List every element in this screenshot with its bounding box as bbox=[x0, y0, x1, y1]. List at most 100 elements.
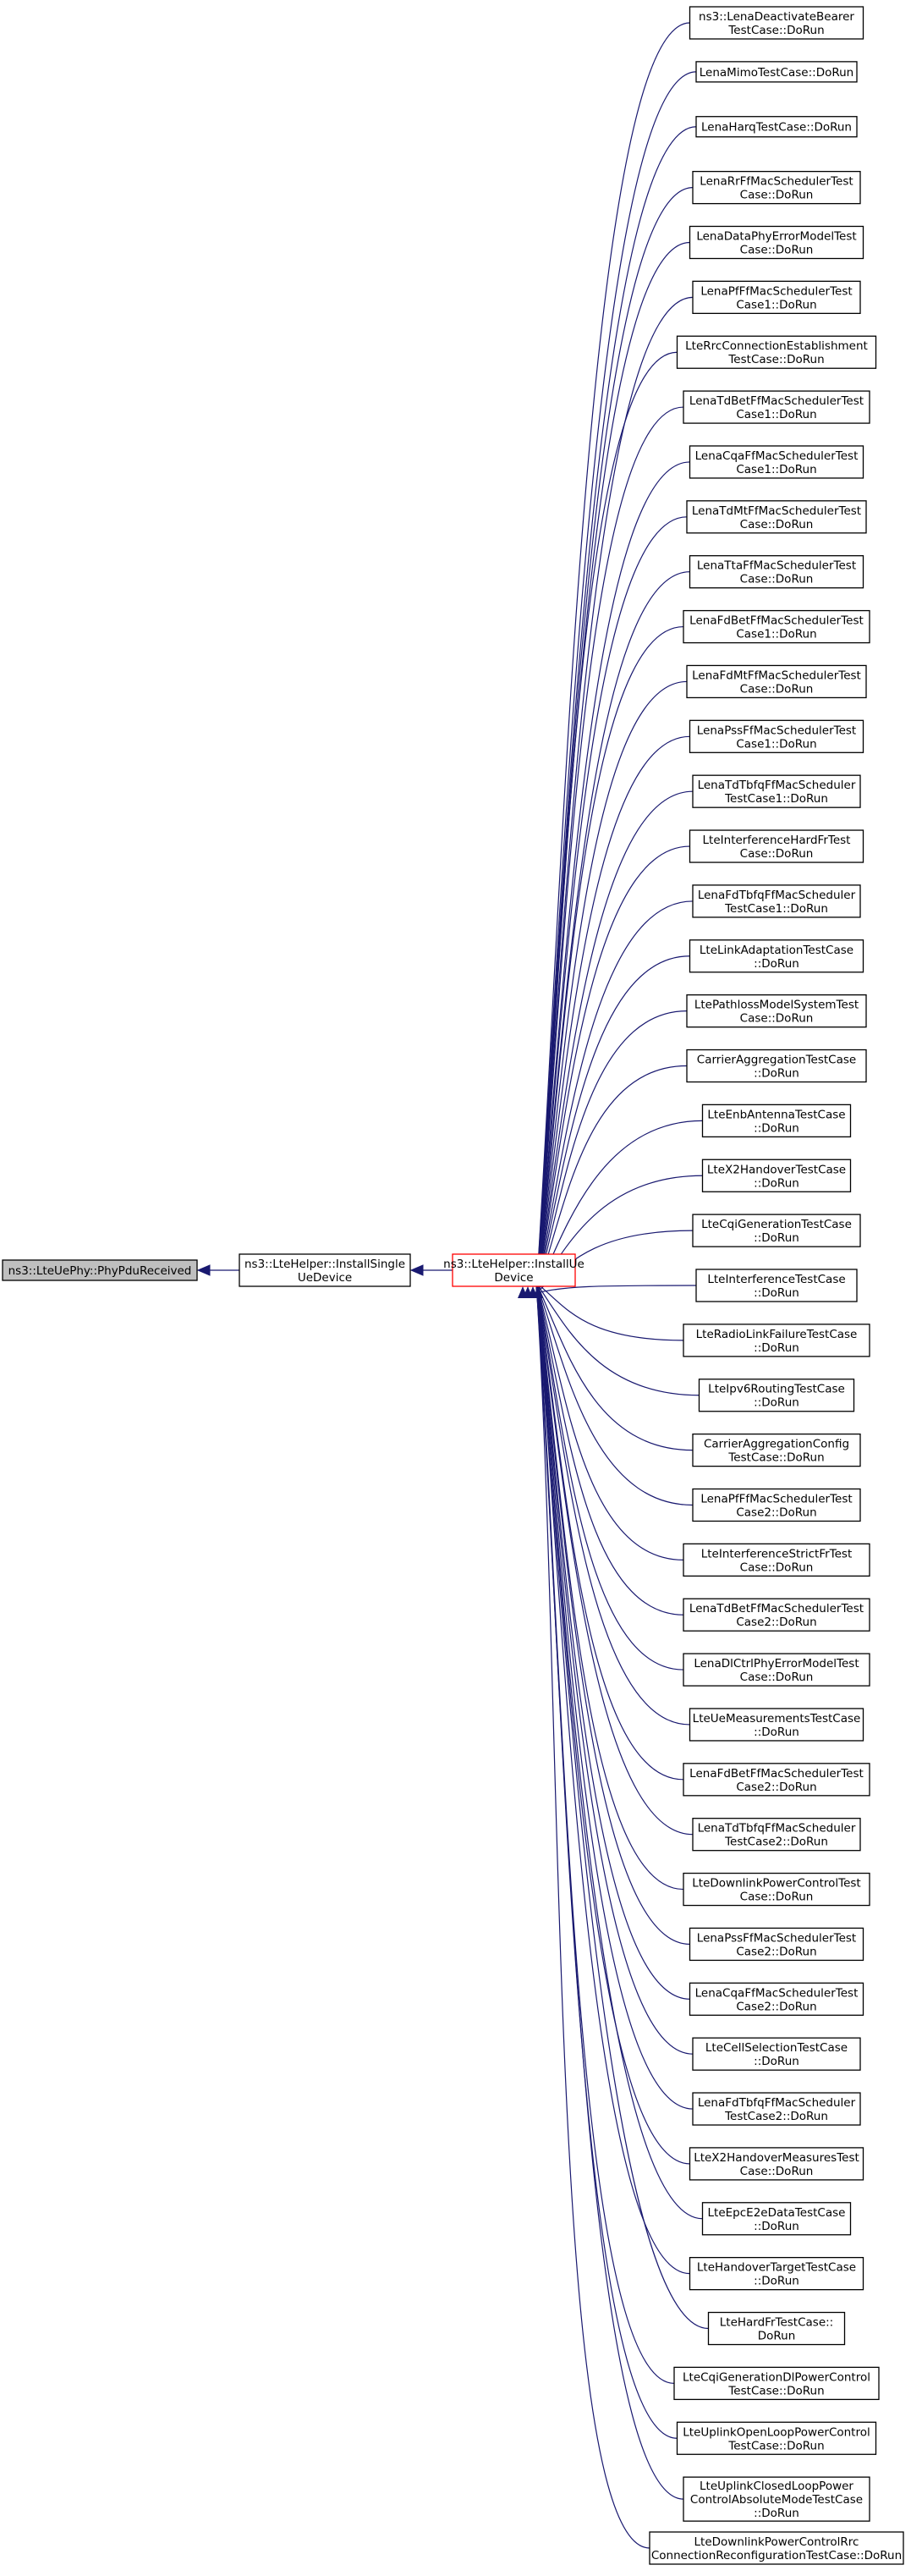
caller-node-28-label-line: Case2::DoRun bbox=[736, 1505, 816, 1519]
caller-node-30-label-line: LenaTdBetFfMacSchedulerTest bbox=[689, 1602, 864, 1616]
caller-node-3[interactable]: LenaHarqTestCase::DoRun bbox=[695, 116, 858, 138]
caller-node-22[interactable]: LteX2HandoverTestCase::DoRun bbox=[701, 1159, 852, 1192]
caller-node-24-edge bbox=[535, 1285, 697, 1294]
caller-node-42-label-line: ::DoRun bbox=[754, 2275, 799, 2288]
caller-node-7-box bbox=[676, 335, 877, 369]
caller-node-25-label-line: LteRadioLinkFailureTestCase bbox=[696, 1328, 858, 1341]
caller-node-16-label-line: Case::DoRun bbox=[740, 847, 814, 861]
caller-node-35-label-line: LteDownlinkPowerControlTest bbox=[692, 1877, 860, 1891]
caller-node-42[interactable]: LteHandoverTargetTestCase::DoRun bbox=[689, 2257, 864, 2291]
caller-node-4-label-line: Case::DoRun bbox=[740, 189, 814, 202]
caller-node-40-box bbox=[689, 2147, 864, 2181]
caller-node-38[interactable]: LteCellSelectionTestCase::DoRun bbox=[692, 2037, 861, 2071]
caller-node-44-box bbox=[673, 2366, 880, 2401]
caller-node-32[interactable]: LteUeMeasurementsTestCase::DoRun bbox=[689, 1708, 864, 1742]
caller-node-47-box bbox=[649, 2531, 904, 2565]
caller-node-37-label-line: LenaCqaFfMacSchedulerTest bbox=[695, 1986, 859, 2000]
caller-node-10-label-line: Case::DoRun bbox=[740, 518, 814, 531]
caller-node-7[interactable]: LteRrcConnectionEstablishmentTestCase::D… bbox=[676, 335, 877, 369]
caller-node-24[interactable]: LteInterferenceTestCase::DoRun bbox=[695, 1269, 858, 1302]
caller-node-18-label-line: LteLinkAdaptationTestCase bbox=[700, 944, 853, 957]
caller-node-9-label-line: LenaCqaFfMacSchedulerTest bbox=[695, 449, 859, 463]
install-ue-device-node-label-line: ns3::LteHelper::InstallUe bbox=[443, 1258, 584, 1271]
caller-node-24-label-line: LteInterferenceTestCase bbox=[707, 1273, 845, 1286]
caller-node-2-box bbox=[695, 61, 858, 83]
caller-node-20[interactable]: CarrierAggregationTestCase::DoRun bbox=[686, 1049, 867, 1083]
caller-node-14-box bbox=[689, 719, 864, 753]
caller-node-20-label-line: CarrierAggregationTestCase bbox=[697, 1054, 856, 1067]
caller-node-38-label-line: LteCellSelectionTestCase bbox=[705, 2041, 848, 2055]
caller-node-47[interactable]: LteDownlinkPowerControlRrcConnectionReco… bbox=[649, 2531, 904, 2565]
caller-node-29-label-line: LteInterferenceStrictFrTest bbox=[701, 1547, 853, 1560]
caller-node-13-label-line: Case::DoRun bbox=[740, 682, 814, 696]
caller-node-46-label-line: LteUplinkClosedLoopPower bbox=[700, 2480, 853, 2493]
caller-node-20-label-line: ::DoRun bbox=[754, 1067, 799, 1081]
caller-node-6-label-line: Case1::DoRun bbox=[736, 298, 816, 311]
caller-node-23-label-line: LteCqiGenerationTestCase bbox=[701, 1218, 852, 1231]
caller-node-18[interactable]: LteLinkAdaptationTestCase::DoRun bbox=[689, 939, 864, 973]
caller-node-41-box bbox=[701, 2202, 852, 2236]
caller-node-21[interactable]: LteEnbAntennaTestCase::DoRun bbox=[701, 1104, 852, 1138]
caller-node-26[interactable]: LteIpv6RoutingTestCase::DoRun bbox=[698, 1379, 855, 1412]
caller-node-8-label-line: Case1::DoRun bbox=[736, 408, 816, 421]
caller-node-31-box bbox=[683, 1653, 870, 1687]
caller-node-12-box bbox=[683, 609, 870, 644]
caller-node-35-edge bbox=[535, 1282, 684, 1891]
root-node[interactable]: ns3::LteUePhy::PhyPduReceived bbox=[2, 1259, 198, 1281]
caller-node-45[interactable]: LteUplinkOpenLoopPowerControlTestCase::D… bbox=[676, 2421, 877, 2455]
caller-node-44-label-line: LteCqiGenerationDlPowerControl bbox=[683, 2370, 870, 2384]
caller-node-41[interactable]: LteEpcE2eDataTestCase::DoRun bbox=[701, 2202, 852, 2236]
caller-node-17-label-line: TestCase1::DoRun bbox=[724, 902, 828, 916]
install-ue-device-node-box bbox=[452, 1253, 576, 1287]
caller-node-37-label-line: Case2::DoRun bbox=[736, 2000, 816, 2013]
caller-node-30-edge bbox=[535, 1282, 684, 1616]
caller-node-32-label-line: ::DoRun bbox=[754, 1726, 799, 1739]
caller-node-2[interactable]: LenaMimoTestCase::DoRun bbox=[695, 61, 858, 83]
caller-node-12-label-line: Case1::DoRun bbox=[736, 628, 816, 641]
caller-node-44[interactable]: LteCqiGenerationDlPowerControlTestCase::… bbox=[673, 2366, 880, 2401]
caller-node-40-label-line: Case::DoRun bbox=[740, 2165, 814, 2178]
caller-node-43[interactable]: LteHardFrTestCase::DoRun bbox=[707, 2311, 846, 2346]
caller-node-25[interactable]: LteRadioLinkFailureTestCase::DoRun bbox=[683, 1324, 870, 1357]
caller-node-9-edge bbox=[535, 461, 690, 1294]
caller-node-45-box bbox=[676, 2421, 877, 2455]
caller-node-5-label-line: LenaDataPhyErrorModelTest bbox=[696, 229, 856, 243]
caller-node-46[interactable]: LteUplinkClosedLoopPowerControlAbsoluteM… bbox=[683, 2476, 870, 2522]
caller-node-37-edge bbox=[535, 1282, 690, 2000]
caller-node-39-box bbox=[692, 2092, 861, 2126]
caller-node-33-box bbox=[683, 1763, 870, 1797]
caller-node-11-box bbox=[689, 555, 864, 589]
caller-node-22-label-line: LteX2HandoverTestCase bbox=[707, 1163, 846, 1176]
caller-node-23[interactable]: LteCqiGenerationTestCase::DoRun bbox=[692, 1214, 861, 1247]
caller-node-15-label-line: TestCase1::DoRun bbox=[724, 792, 828, 806]
